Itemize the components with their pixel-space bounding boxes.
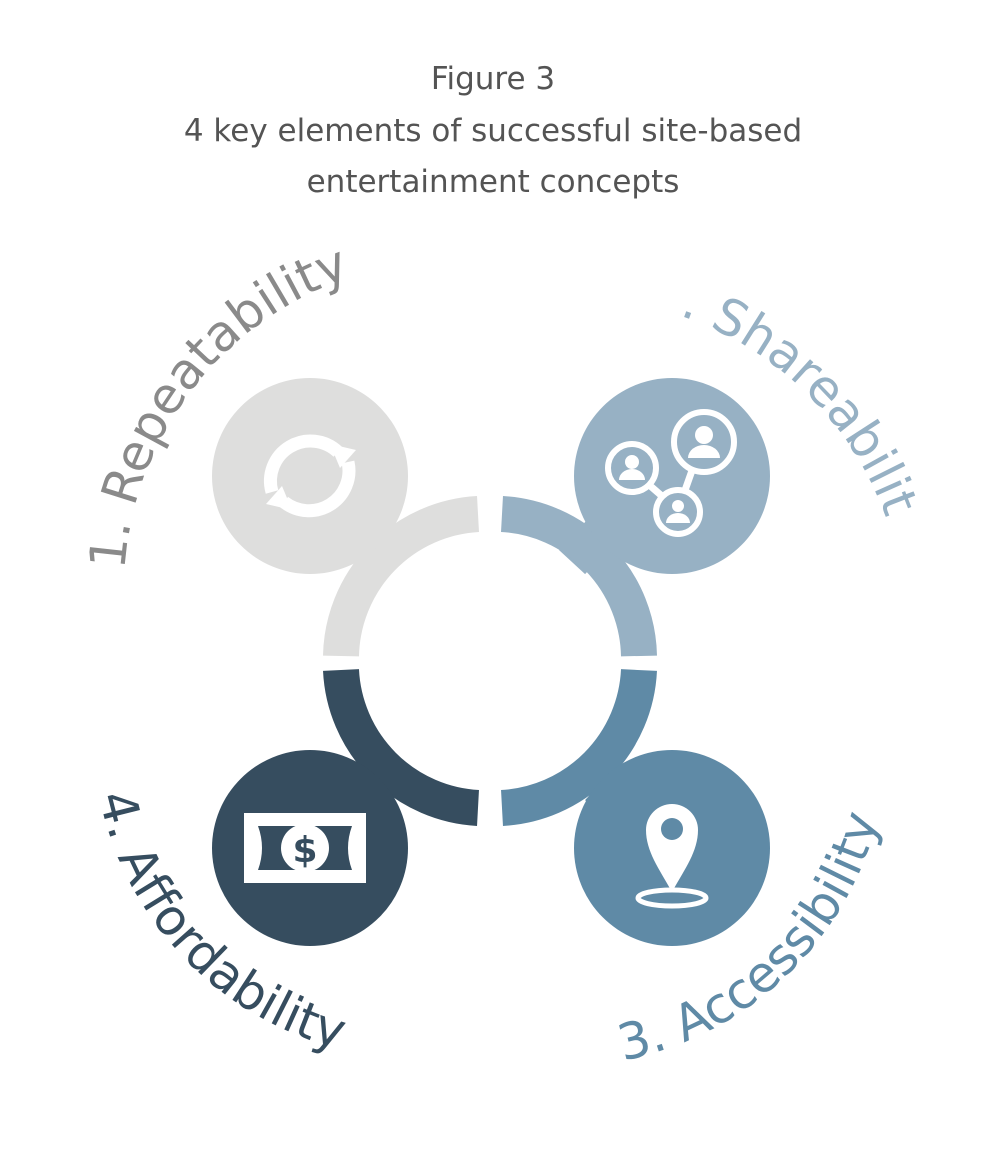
ring-segment-affordability — [323, 668, 480, 826]
ring-segment-accessibility — [500, 668, 657, 826]
people-network-icon — [605, 409, 737, 537]
svg-text:$: $ — [292, 830, 317, 871]
ring-segment-repeatability — [323, 496, 480, 657]
figure-title-line-1: 4 key elements of successful site-based — [183, 113, 803, 149]
dollar-bill-icon: $ — [244, 813, 366, 883]
ring-segment-shareability — [500, 496, 657, 657]
figure-caption: Figure 3 — [430, 61, 556, 97]
location-pin-icon — [635, 804, 709, 909]
refresh-arrows-icon — [263, 434, 356, 518]
circle-shareability — [574, 378, 770, 574]
figure-title-line-2: entertainment concepts — [306, 164, 680, 200]
circle-repeatability — [212, 378, 408, 574]
